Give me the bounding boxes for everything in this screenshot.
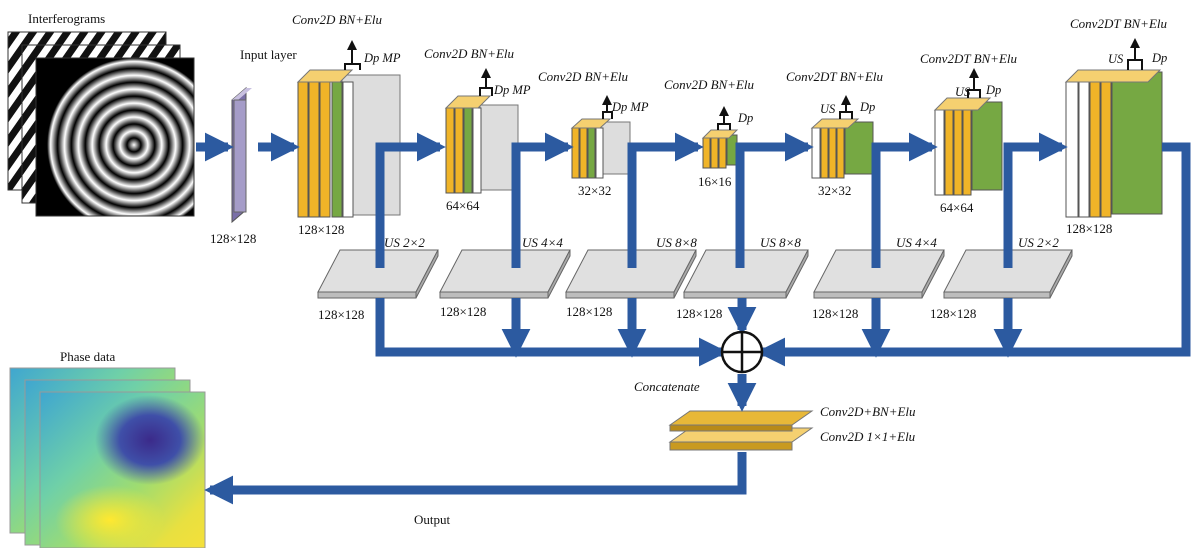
interferogram-stack [8, 32, 194, 216]
decoder-2-size: 64×64 [940, 201, 973, 214]
input-layer-block [232, 88, 252, 222]
concatenate-label: Concatenate [634, 380, 700, 393]
upsample-3-label: US 8×8 [656, 236, 697, 249]
upsample-1-size: 128×128 [318, 308, 364, 321]
encoder-2-extras: Dp MP [494, 84, 530, 97]
decoder-3-dp: Dp [1152, 52, 1167, 65]
upsample-slabs [318, 250, 1072, 298]
upsample-4-size: 128×128 [676, 307, 722, 320]
decoder-block-2 [935, 98, 1002, 195]
encoder-3-size: 32×32 [578, 184, 611, 197]
decoder-1-size: 32×32 [818, 184, 851, 197]
output-label: Output [414, 513, 450, 526]
decoder-1-dp: Dp [860, 101, 875, 114]
encoder-2-size: 64×64 [446, 199, 479, 212]
encoder-4-extras: Dp [738, 112, 753, 125]
decoder-1-op: Conv2DT BN+Elu [786, 70, 883, 83]
phase-data-stack [10, 368, 205, 548]
encoder-3-op: Conv2D BN+Elu [538, 70, 628, 83]
decoder-3-us: US [1108, 53, 1123, 66]
input-layer-size: 128×128 [210, 232, 256, 245]
upsample-5-label: US 4×4 [896, 236, 937, 249]
upsample-3-size: 128×128 [566, 305, 612, 318]
decoder-3-size: 128×128 [1066, 222, 1112, 235]
decoder-block-3 [1066, 70, 1162, 217]
decoder-block-1 [812, 119, 873, 178]
decoder-2-us: US [955, 86, 970, 99]
encoder-block-4 [703, 130, 737, 168]
upsample-2-label: US 4×4 [522, 236, 563, 249]
concatenate-node [722, 332, 762, 372]
input-layer-label: Input layer [240, 48, 297, 61]
encoder-1-op: Conv2D BN+Elu [292, 13, 382, 26]
encoder-4-op: Conv2D BN+Elu [664, 78, 754, 91]
decoder-3-op: Conv2DT BN+Elu [1070, 17, 1167, 30]
upsample-6-size: 128×128 [930, 307, 976, 320]
encoder-2-op: Conv2D BN+Elu [424, 47, 514, 60]
upsample-2-size: 128×128 [440, 305, 486, 318]
phase-data-title: Phase data [60, 350, 115, 363]
decoder-2-op: Conv2DT BN+Elu [920, 52, 1017, 65]
output-block [670, 411, 812, 450]
decoder-1-us: US [820, 103, 835, 116]
output-block-line1: Conv2D+BN+Elu [820, 405, 916, 418]
decoder-2-dp: Dp [986, 84, 1001, 97]
encoder-3-extras: Dp MP [612, 101, 648, 114]
encoder-block-2 [446, 96, 518, 193]
upsample-5-size: 128×128 [812, 307, 858, 320]
encoder-1-extras: Dp MP [364, 52, 400, 65]
upsample-4-label: US 8×8 [760, 236, 801, 249]
encoder-1-size: 128×128 [298, 223, 344, 236]
output-block-line2: Conv2D 1×1+Elu [820, 430, 915, 443]
upsample-6-label: US 2×2 [1018, 236, 1059, 249]
encoder-block-3 [572, 119, 630, 178]
interferograms-title: Interferograms [28, 12, 105, 25]
encoder-4-size: 16×16 [698, 175, 731, 188]
upsample-1-label: US 2×2 [384, 236, 425, 249]
